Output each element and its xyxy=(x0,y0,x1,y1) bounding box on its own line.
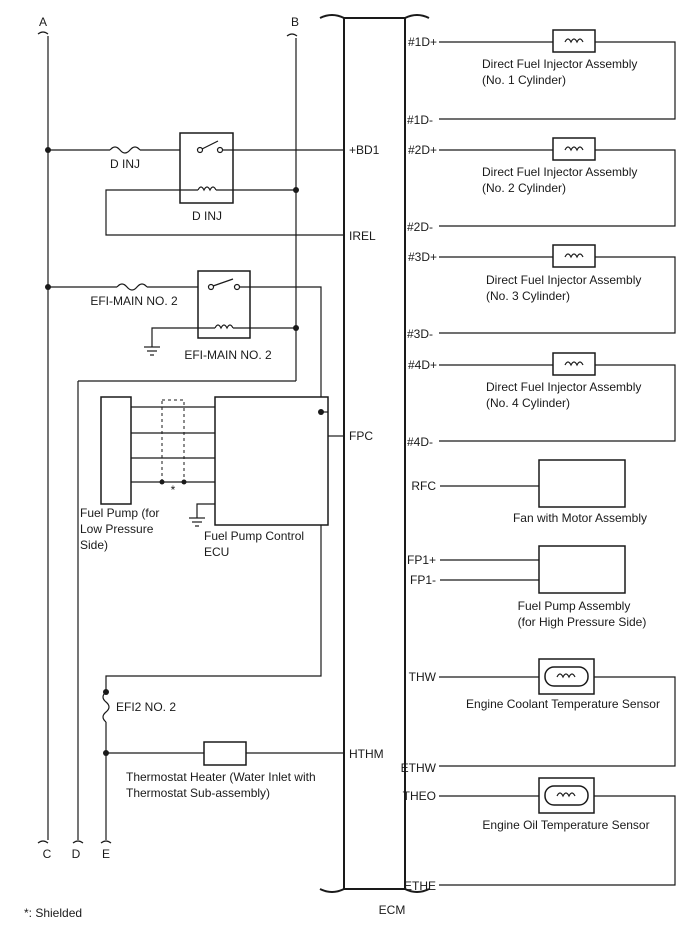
injector-2-label-2: (No. 2 Cylinder) xyxy=(482,181,566,195)
fan-motor: Fan with Motor Assembly xyxy=(440,459,647,525)
injector-3-label-2: (No. 3 Cylinder) xyxy=(486,289,570,303)
fuel-pump-low-label-2: Low Pressure xyxy=(80,522,154,536)
connector-a: A C xyxy=(37,15,52,861)
coil-icon xyxy=(564,361,584,367)
fuel-pump-low-box xyxy=(100,396,132,505)
efi2-circuit: EFI2 NO. 2 Thermostat Heater (Water Inle… xyxy=(100,689,344,861)
pin-3d-minus: #3D- xyxy=(407,327,433,341)
d-inj-circuit: D INJ D INJ xyxy=(45,132,344,236)
fuel-pump-ecu-label-2: ECU xyxy=(204,545,229,559)
d-inj-relay xyxy=(179,132,234,204)
pin-2d-plus: #2D+ xyxy=(408,143,437,157)
coolant-temp-sensor: Engine Coolant Temperature Sensor xyxy=(439,658,676,767)
pin-ethe: ETHE xyxy=(404,879,436,893)
pin-theo: THEO xyxy=(403,789,436,803)
pin-4d-plus: #4D+ xyxy=(408,358,437,372)
thermistor-icon xyxy=(556,673,576,679)
pin-ethw: ETHW xyxy=(401,761,437,775)
pin-thw: THW xyxy=(409,670,437,684)
injector-4-label-2: (No. 4 Cylinder) xyxy=(486,396,570,410)
injector-4-label-1: Direct Fuel Injector Assembly xyxy=(486,380,641,394)
connector-c-label: C xyxy=(43,847,52,861)
injector-2-label-1: Direct Fuel Injector Assembly xyxy=(482,165,637,179)
fuel-pump-circuit: * Fuel Pump (for Low Pressure Side) Fuel… xyxy=(80,396,344,559)
fuse-icon xyxy=(102,691,110,723)
ecm-block: ECM xyxy=(319,14,430,917)
injector-4: Direct Fuel Injector Assembly (No. 4 Cyl… xyxy=(439,352,676,442)
efi-main-fuse-label: EFI-MAIN NO. 2 xyxy=(90,294,178,308)
connector-b: B D xyxy=(72,15,299,861)
thermostat-heater-box xyxy=(203,741,247,766)
connector-d-label: D xyxy=(72,847,81,861)
connector-b-label: B xyxy=(291,15,299,29)
oil-temp-sensor: Engine Oil Temperature Sensor xyxy=(439,777,676,886)
fuel-pump-low-label-3: Side) xyxy=(80,538,108,552)
relay-switch-icon xyxy=(207,278,241,291)
d-inj-fuse-label: D INJ xyxy=(110,157,140,171)
coolant-sensor-label: Engine Coolant Temperature Sensor xyxy=(466,697,660,711)
injector-1-label-2: (No. 1 Cylinder) xyxy=(482,73,566,87)
pin-1d-minus: #1D- xyxy=(407,113,433,127)
fuel-pump-high: Fuel Pump Assembly (for High Pressure Si… xyxy=(440,545,647,629)
fuel-pump-ecu-label-1: Fuel Pump Control xyxy=(204,529,304,543)
injector-1-label-1: Direct Fuel Injector Assembly xyxy=(482,57,637,71)
pin-3d-plus: #3D+ xyxy=(408,250,437,264)
efi-main-circuit: EFI-MAIN NO. 2 EFI-MAIN NO. 2 xyxy=(45,270,322,690)
pin-hthm: HTHM xyxy=(349,747,384,761)
injector-2: Direct Fuel Injector Assembly (No. 2 Cyl… xyxy=(439,137,676,227)
pin-4d-minus: #4D- xyxy=(407,435,433,449)
pin-fp1-minus: FP1- xyxy=(410,573,436,587)
relay-coil-icon xyxy=(198,324,296,330)
oil-sensor-label: Engine Oil Temperature Sensor xyxy=(482,818,649,832)
injector-3-label-1: Direct Fuel Injector Assembly xyxy=(486,273,641,287)
coil-icon xyxy=(564,38,584,44)
injector-1: Direct Fuel Injector Assembly (No. 1 Cyl… xyxy=(439,29,676,120)
connector-a-label: A xyxy=(39,15,47,29)
thermostat-heater-label-1: Thermostat Heater (Water Inlet with xyxy=(126,770,316,784)
coil-icon xyxy=(564,146,584,152)
pin-fpc: FPC xyxy=(349,429,373,443)
footnote: *: Shielded xyxy=(24,906,82,920)
fuse-icon xyxy=(116,283,148,291)
d-inj-relay-label: D INJ xyxy=(192,209,222,223)
pin-bd1: +BD1 xyxy=(349,143,380,157)
fan-label: Fan with Motor Assembly xyxy=(513,511,647,525)
ground-icon xyxy=(189,517,205,527)
efi-main-relay-label: EFI-MAIN NO. 2 xyxy=(184,348,272,362)
shield-mark: * xyxy=(171,483,176,497)
pin-fp1-plus: FP1+ xyxy=(407,553,436,567)
ground-icon xyxy=(144,346,160,356)
thermistor-icon xyxy=(556,792,576,798)
coil-icon xyxy=(564,253,584,259)
fuse-icon xyxy=(109,146,141,154)
connector-e-label: E xyxy=(102,847,110,861)
pin-rfc: RFC xyxy=(411,479,436,493)
injector-3: Direct Fuel Injector Assembly (No. 3 Cyl… xyxy=(439,244,676,334)
fuel-pump-high-label-1: Fuel Pump Assembly xyxy=(518,599,631,613)
thermostat-heater-label-2: Thermostat Sub-assembly) xyxy=(126,786,270,800)
efi2-fuse-label: EFI2 NO. 2 xyxy=(116,700,176,714)
pin-1d-plus: #1D+ xyxy=(408,35,437,49)
fuel-pump-ecu-box xyxy=(214,396,329,526)
relay-coil-icon xyxy=(180,186,296,192)
shield-outline xyxy=(161,399,185,483)
ecm-label: ECM xyxy=(379,903,406,917)
fuel-pump-low-label-1: Fuel Pump (for xyxy=(80,506,159,520)
pin-irel: IREL xyxy=(349,229,376,243)
fuel-pump-high-label-2: (for High Pressure Side) xyxy=(518,615,647,629)
pin-2d-minus: #2D- xyxy=(407,220,433,234)
